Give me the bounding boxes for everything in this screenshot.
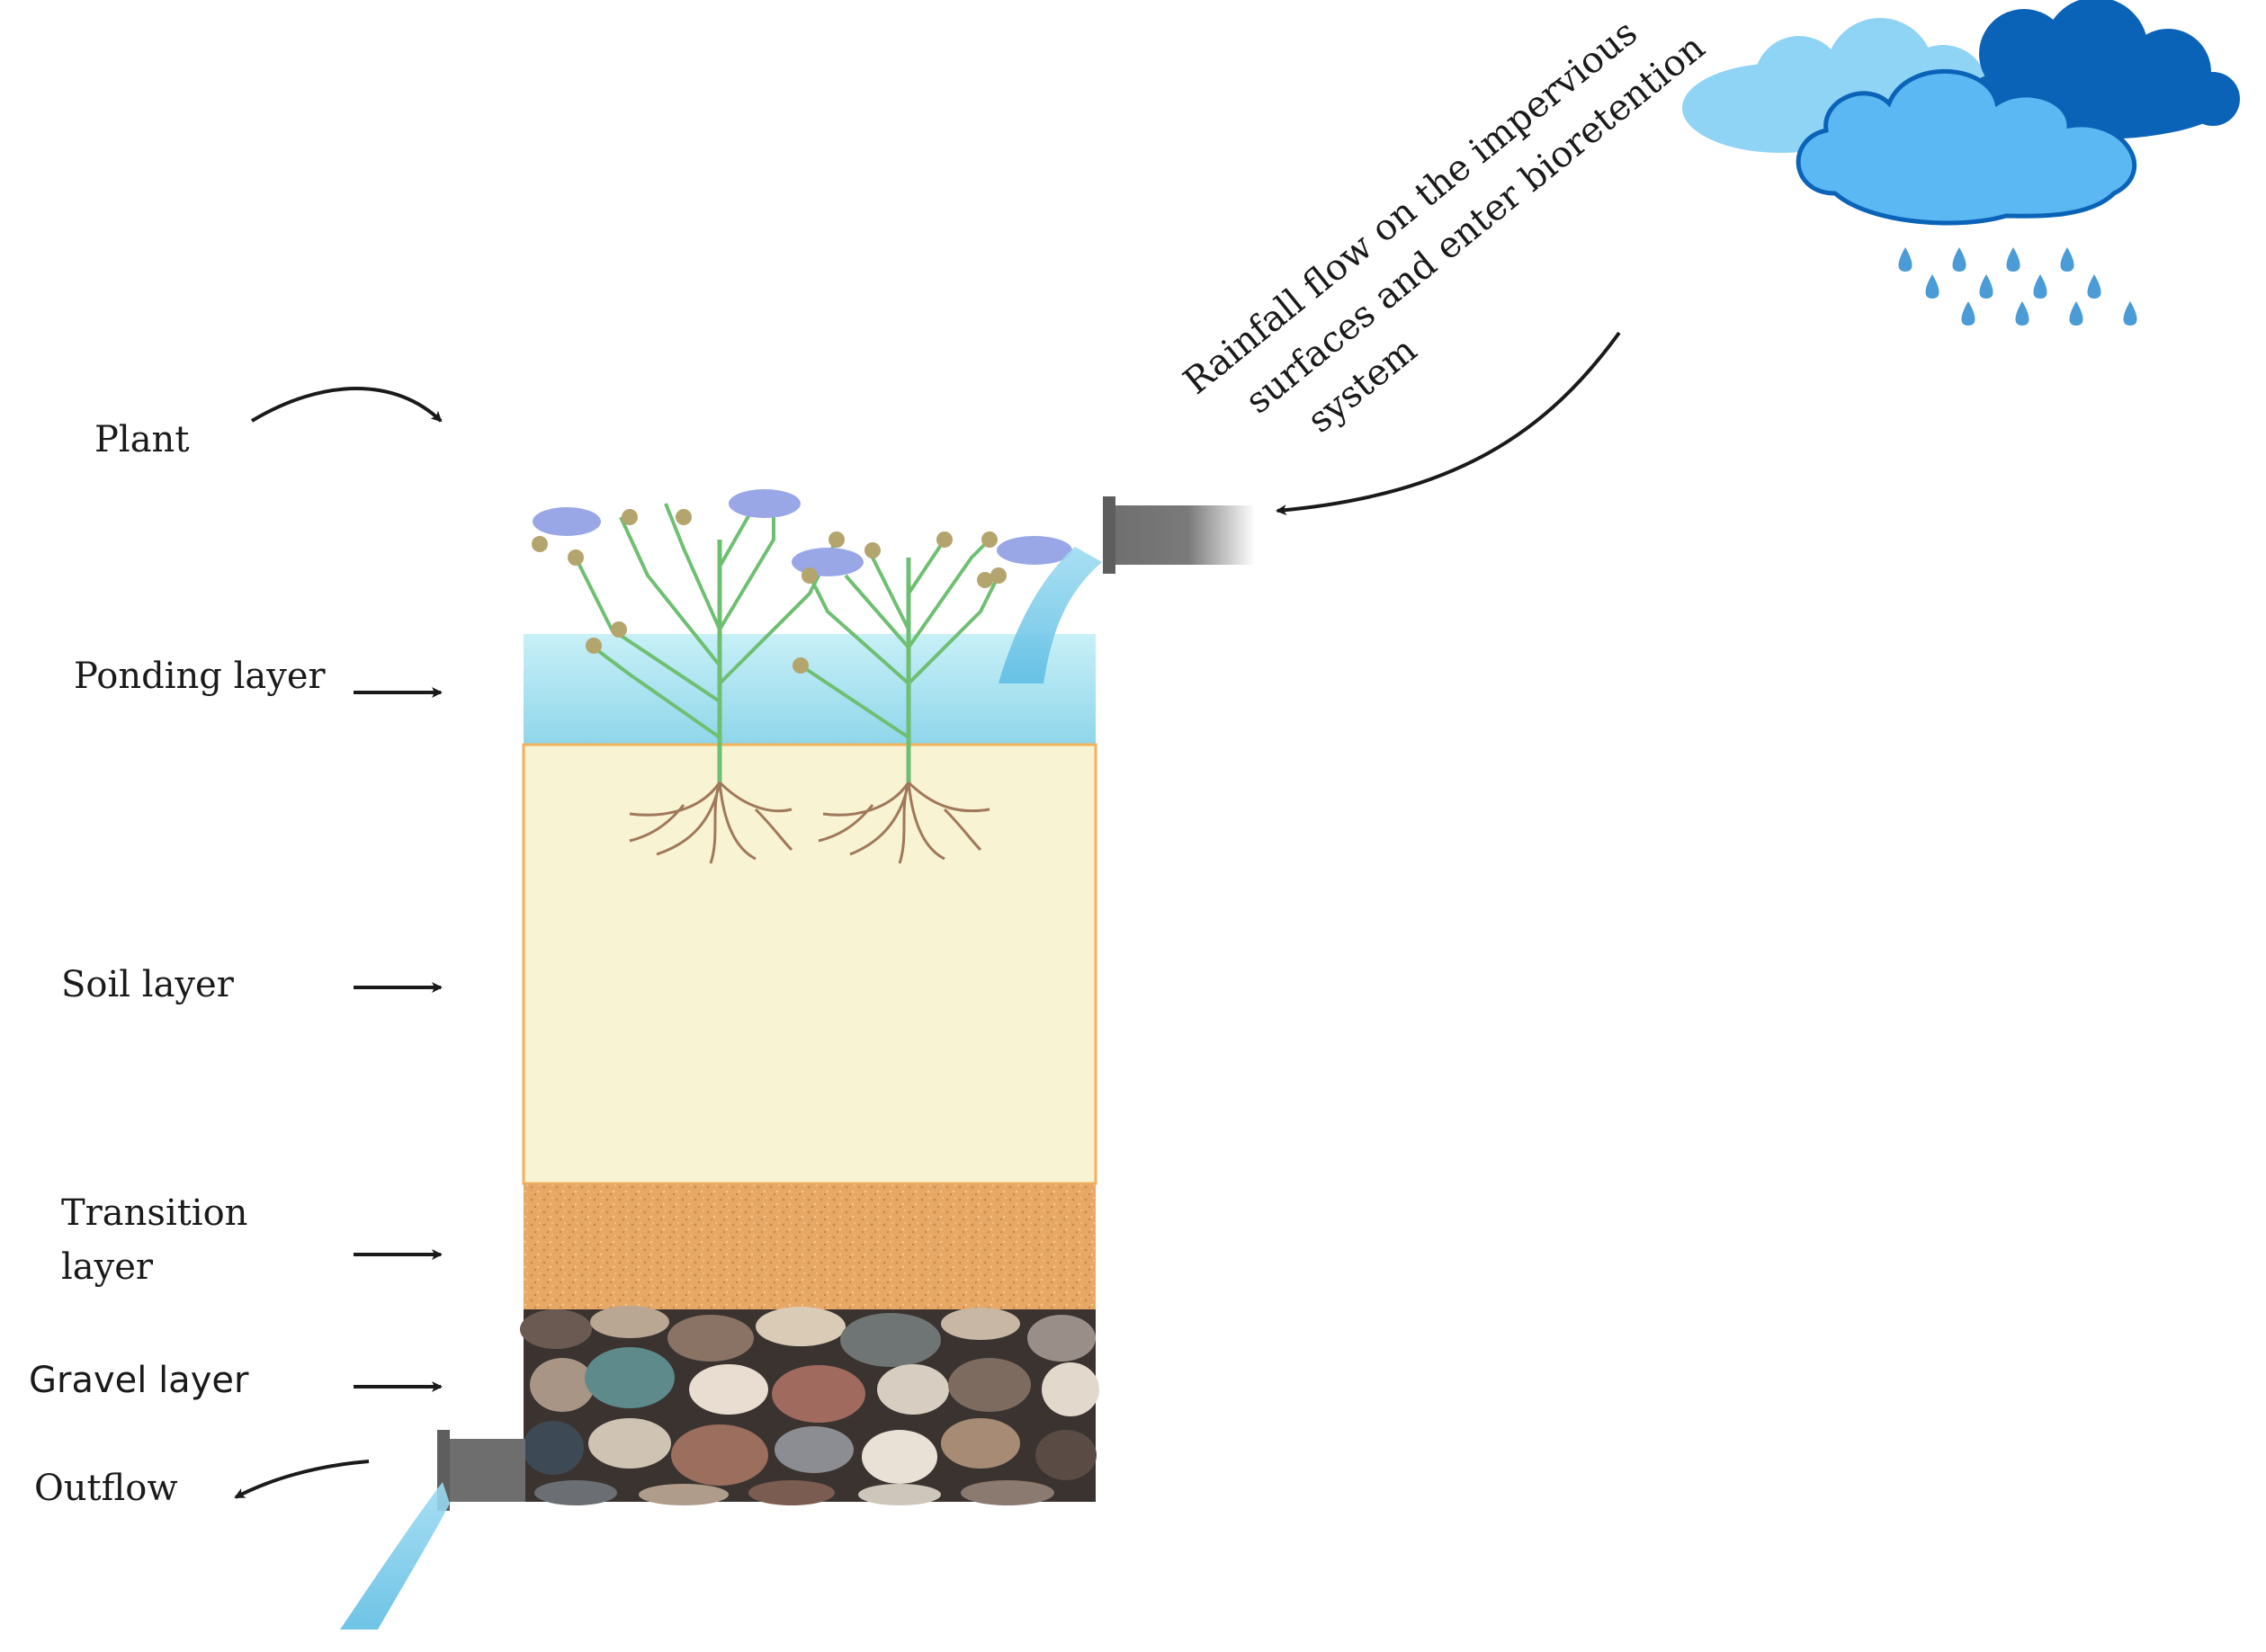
rain-caption-line2: surfaces and enter bioretention <box>1238 27 1713 423</box>
gravel-layer <box>520 1306 1099 1505</box>
gravel-layer-label: Gravel layer <box>29 1360 249 1401</box>
plant-label: Plant <box>94 419 189 460</box>
outflow-pipe <box>443 1439 525 1502</box>
outflow-water <box>340 1482 450 1630</box>
transition-layer <box>524 1183 1096 1309</box>
inflow-pipe-flange <box>1103 496 1115 574</box>
outflow-arrow <box>234 1460 370 1499</box>
inflow-water <box>999 547 1102 683</box>
plant-left <box>532 489 845 864</box>
inflow-pipe <box>1106 505 1255 565</box>
cloud-mid <box>1796 68 2136 226</box>
rain-caption: Rainfall flow on the impervious surfaces… <box>1176 12 1713 442</box>
transition-layer-label-line1: Transition <box>61 1192 247 1234</box>
outflow-label: Outflow <box>34 1468 178 1509</box>
soil-layer <box>522 743 1097 1185</box>
plant-arrow <box>250 387 443 423</box>
ponding-layer-label: Ponding layer <box>74 656 327 697</box>
ponding-layer <box>524 634 1096 745</box>
soil-layer-label: Soil layer <box>61 964 235 1005</box>
plant-right <box>792 531 1072 864</box>
inflow-arrow <box>1276 331 1621 516</box>
raindrops <box>1898 247 2137 326</box>
transition-layer-label-line2: layer <box>61 1246 154 1288</box>
